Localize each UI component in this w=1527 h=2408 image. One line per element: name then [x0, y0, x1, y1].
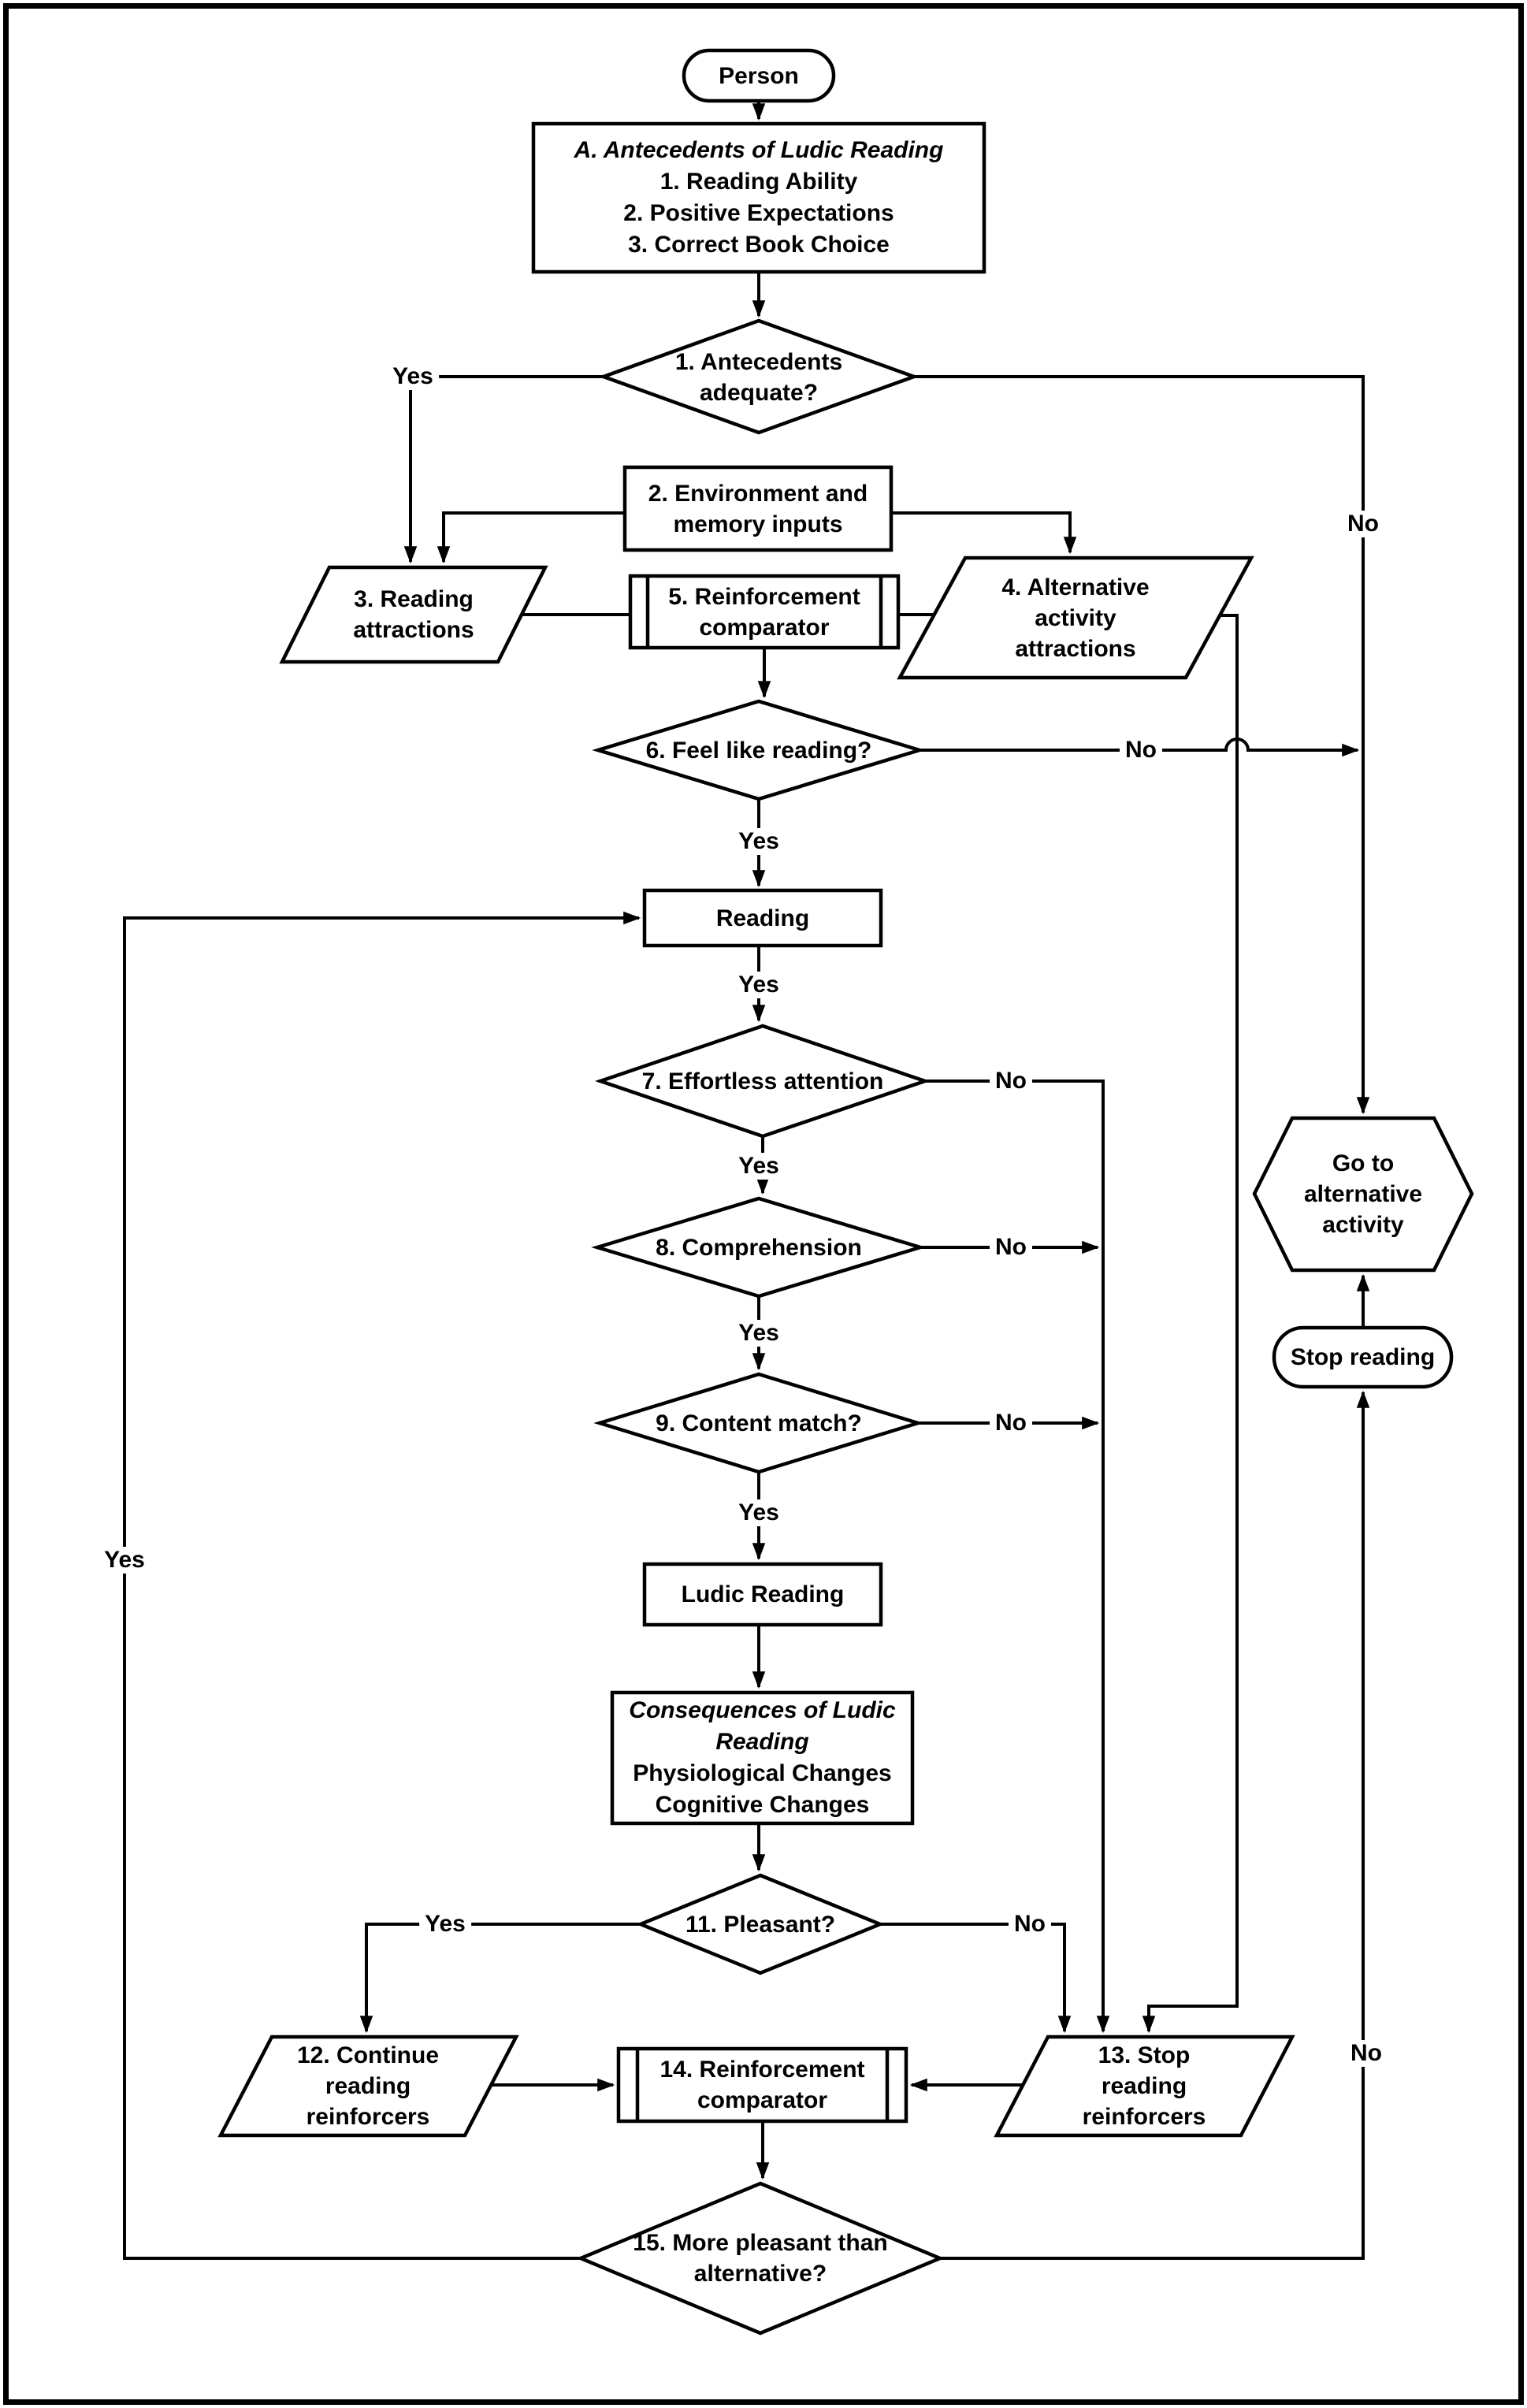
node-antecedents-adequate-label: 1. Antecedents adequate? — [674, 349, 843, 406]
shape-hexagon-go-to-alternative — [1252, 1116, 1474, 1273]
edge-decision15-yes-loop — [123, 911, 641, 2260]
node-comparator5-label: 5. Reinforcement comparator — [668, 584, 860, 641]
shape-io-continue-reinforcers — [217, 2035, 519, 2138]
node-comprehension-label: 8. Comprehension — [656, 1234, 862, 1261]
edge-label-antecedents-no: No — [1342, 511, 1384, 537]
shape-decision-feel-like-reading — [592, 699, 926, 801]
shape-io-alternative-attractions — [897, 556, 1254, 680]
edge-label-more-pleasant-yes: Yes — [98, 1547, 150, 1574]
edge-decision11-yes — [359, 1923, 641, 2034]
node-antecedents-label: A. Antecedents of Ludic Reading 1. Readi… — [574, 137, 944, 258]
edge-environment-left — [437, 511, 625, 564]
shape-io-stop-reinforcers — [994, 2035, 1295, 2138]
node-environment-label: 2. Environment and memory inputs — [648, 481, 868, 537]
node-go-to-alternative-label: Go to alternative activity — [1303, 1150, 1423, 1238]
edge-label-more-pleasant-no: No — [1345, 2040, 1388, 2067]
edge-label-pleasant-yes: Yes — [419, 1911, 471, 1938]
edge-environment-right — [891, 511, 1077, 555]
node-consequences-label: Consequences of Ludic Reading Physiologi… — [629, 1697, 896, 1818]
shape-predefined-comparator14 — [616, 2046, 908, 2124]
shape-io-reading-attractions — [279, 565, 548, 664]
edge-alternative-to-box13 — [1142, 614, 1239, 2034]
shape-predefined-comparator5 — [628, 574, 901, 650]
node-reading-attractions-label: 3. Reading attractions — [353, 586, 474, 643]
node-content-match-label: 9. Content match? — [656, 1410, 862, 1436]
node-reading-label: Reading — [715, 905, 810, 931]
edge-decision1-yes — [403, 375, 604, 564]
node-alternative-attractions-label: 4. Alternative activity attractions — [1001, 574, 1150, 662]
shapes — [217, 48, 1474, 2336]
edge-label-effortless-attention-no: No — [990, 1068, 1032, 1094]
edge-label-pleasant-no: No — [1009, 1911, 1051, 1938]
edge-label-content-match-no: No — [990, 1410, 1032, 1436]
node-person-label: Person — [719, 62, 799, 89]
edge-label-antecedents-yes: Yes — [387, 363, 439, 390]
shape-decision-antecedents-adequate — [598, 318, 920, 435]
figure-border — [3, 3, 1524, 2405]
shape-process-reading — [642, 888, 883, 948]
shape-terminator-stop-reading — [1272, 1325, 1454, 1389]
node-stop-reinforcers-label: 13. Stop reading reinforcers — [1082, 2042, 1206, 2130]
node-continue-reinforcers-label: 12. Continue reading reinforcers — [296, 2042, 439, 2130]
edge-decision15-no-to-stop — [940, 1390, 1370, 2260]
node-pleasant-label: 11. Pleasant? — [685, 1911, 836, 1938]
edge-decision1-no-to-hexagon — [914, 375, 1370, 1115]
node-comparator14-label: 14. Reinforcement comparator — [659, 2057, 865, 2113]
shape-decision-more-pleasant — [576, 2181, 945, 2336]
shape-process-environment — [622, 465, 894, 552]
shape-terminator-person — [682, 48, 836, 103]
shape-process-ludic-reading — [642, 1562, 883, 1627]
edge-decision7-no — [925, 1080, 1110, 2034]
shape-decision-pleasant — [636, 1873, 885, 1975]
node-ludic-reading-label: Ludic Reading — [681, 1581, 845, 1607]
node-feel-like-reading-label: 6. Feel like reading? — [645, 737, 872, 764]
node-more-pleasant-label: 15. More pleasant than alternative? — [633, 2230, 888, 2287]
edge-label-comprehension-no: No — [990, 1234, 1032, 1261]
node-stop-reading-label: Stop reading — [1290, 1344, 1436, 1370]
shape-decision-effortless-attention — [595, 1024, 931, 1139]
shape-process-antecedents — [531, 121, 986, 274]
shape-decision-comprehension — [591, 1196, 927, 1299]
edge-label-reading-continue-yes: Yes — [733, 972, 785, 998]
shape-decision-content-match — [593, 1372, 924, 1474]
edge-label-effortless-attention-yes: Yes — [733, 1153, 785, 1180]
edge-decision11-no — [880, 1923, 1072, 2034]
edge-label-feel-like-reading-no: No — [1120, 737, 1162, 764]
shape-process-consequences — [610, 1690, 915, 1826]
connectors — [123, 101, 1370, 2260]
edge-label-comprehension-yes: Yes — [733, 1320, 785, 1347]
edge-label-content-match-yes: Yes — [733, 1499, 785, 1526]
edge-label-feel-like-reading-yes: Yes — [733, 828, 785, 855]
node-effortless-attention-label: 7. Effortless attention — [641, 1068, 884, 1094]
